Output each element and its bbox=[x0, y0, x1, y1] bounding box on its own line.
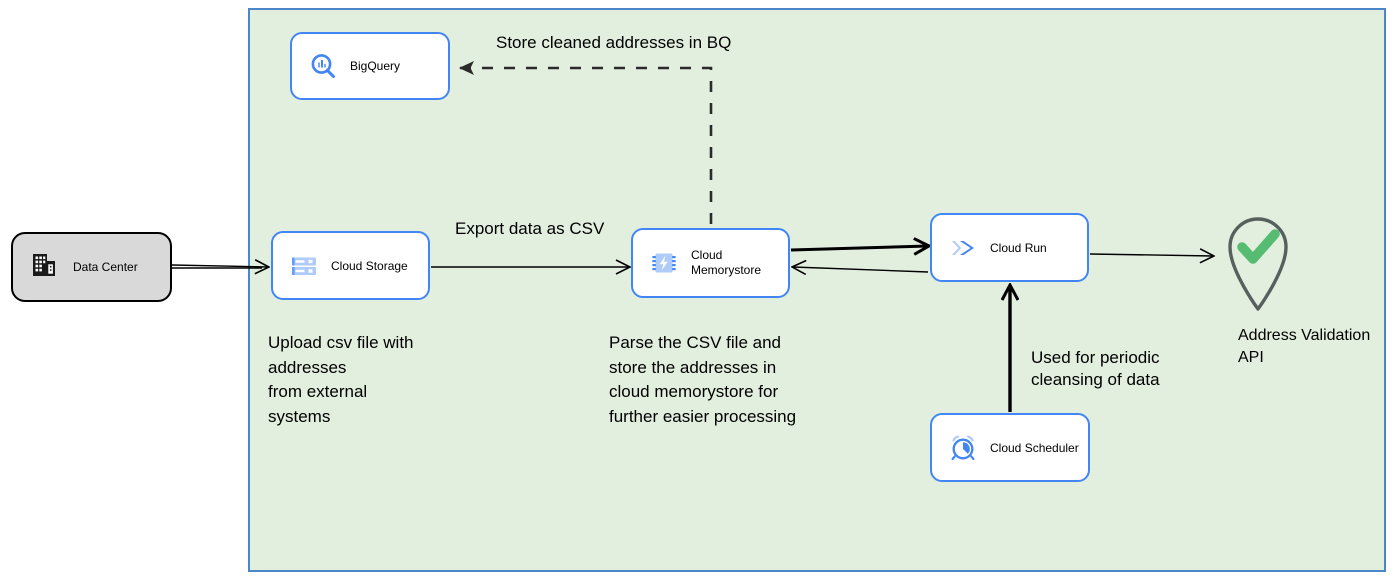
node-label: Cloud Storage bbox=[331, 258, 408, 273]
node-label: Data Center bbox=[73, 260, 138, 274]
cloud-region-container bbox=[248, 8, 1386, 572]
node-label: Cloud Run bbox=[990, 240, 1047, 255]
cloud-memorystore-icon bbox=[649, 248, 679, 278]
cloud-storage-icon bbox=[289, 251, 319, 281]
caption-upload-csv: Upload csv file with addresses from exte… bbox=[268, 333, 414, 426]
node-label: BigQuery bbox=[350, 59, 401, 73]
node-bigquery[interactable]: BigQuery bbox=[290, 32, 450, 100]
edge-label-store-in-bq: Store cleaned addresses in BQ bbox=[496, 33, 732, 52]
edge-label-export-csv: Export data as CSV bbox=[455, 219, 605, 238]
caption-parse-csv: Parse the CSV file and store the address… bbox=[609, 333, 797, 426]
node-label: Cloud Scheduler bbox=[990, 440, 1079, 455]
node-cloud-memorystore[interactable]: Cloud Memorystore bbox=[631, 228, 790, 298]
node-cloud-scheduler[interactable]: Cloud Scheduler bbox=[930, 413, 1090, 482]
cloud-run-icon bbox=[948, 233, 978, 263]
edge-label-periodic-cleansing: Used for periodic cleansing of data bbox=[1031, 348, 1160, 389]
node-data-center[interactable]: Data Center bbox=[11, 232, 172, 302]
validated-location-pin-icon bbox=[1228, 217, 1288, 311]
data-center-building-icon bbox=[29, 250, 59, 285]
bigquery-icon bbox=[308, 51, 338, 81]
node-cloud-run[interactable]: Cloud Run bbox=[930, 213, 1089, 282]
node-cloud-storage[interactable]: Cloud Storage bbox=[271, 231, 430, 300]
label-address-validation-api: Address Validation API bbox=[1238, 327, 1371, 366]
cloud-scheduler-icon bbox=[948, 433, 978, 463]
node-label: Cloud Memorystore bbox=[691, 248, 762, 277]
node-address-validation-api[interactable] bbox=[1218, 205, 1298, 315]
